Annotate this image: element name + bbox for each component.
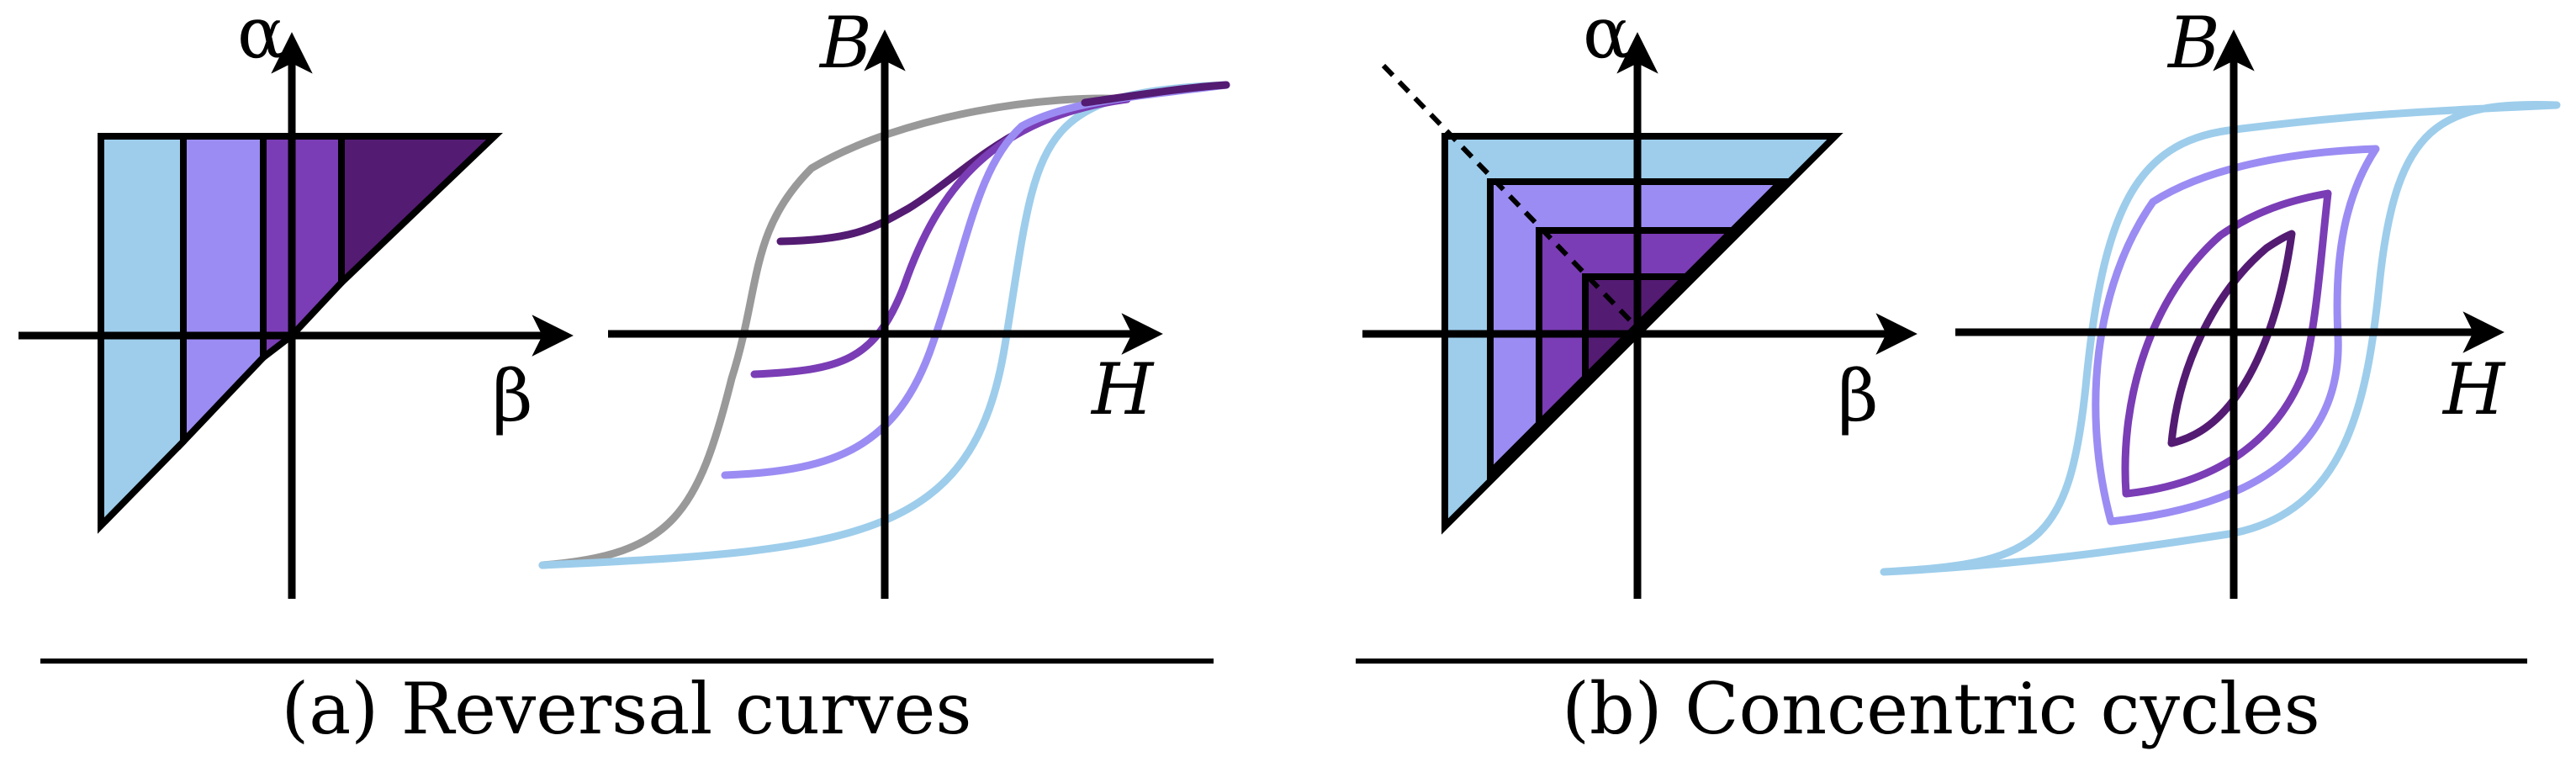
alpha-label-a: α [237,0,285,74]
caption-a: (a) Reversal curves [282,668,972,750]
beta-label-a: β [492,355,533,437]
preisach-plane-a: α β [19,0,574,599]
h-label-b: H [2441,348,2506,431]
b-label-a: B [818,2,872,84]
panel-a: α β B H (a) Reversal curves [19,0,1230,750]
hysteresis-plot-a: B H [538,2,1230,599]
reversal-curve-medium-purple [750,95,1131,378]
major-loop-descending-light-blue [538,81,1230,569]
alpha-label-b: α [1583,0,1631,74]
hysteresis-plot-b: B H [1880,2,2561,599]
region-medium-purple [260,133,345,365]
h-label-a: H [1090,348,1155,431]
reversal-curves-common-tip [1081,81,1230,107]
region-light-blue [98,133,187,534]
region-lavender [180,133,267,451]
minor-loop-lavender [2092,145,2380,526]
major-loop-ascending-gray [538,94,1131,569]
caption-b: (b) Concentric cycles [1562,668,2320,750]
region-dark-purple [338,133,503,291]
panel-b: α β B H (b) Concentric cycles [1356,0,2561,750]
preisach-plane-b: α β [1362,0,1917,599]
symmetry-dashed-line [1381,63,1640,331]
beta-label-b: β [1838,355,1879,437]
b-label-b: B [2166,2,2220,84]
major-loop-light-blue [1880,101,2561,576]
